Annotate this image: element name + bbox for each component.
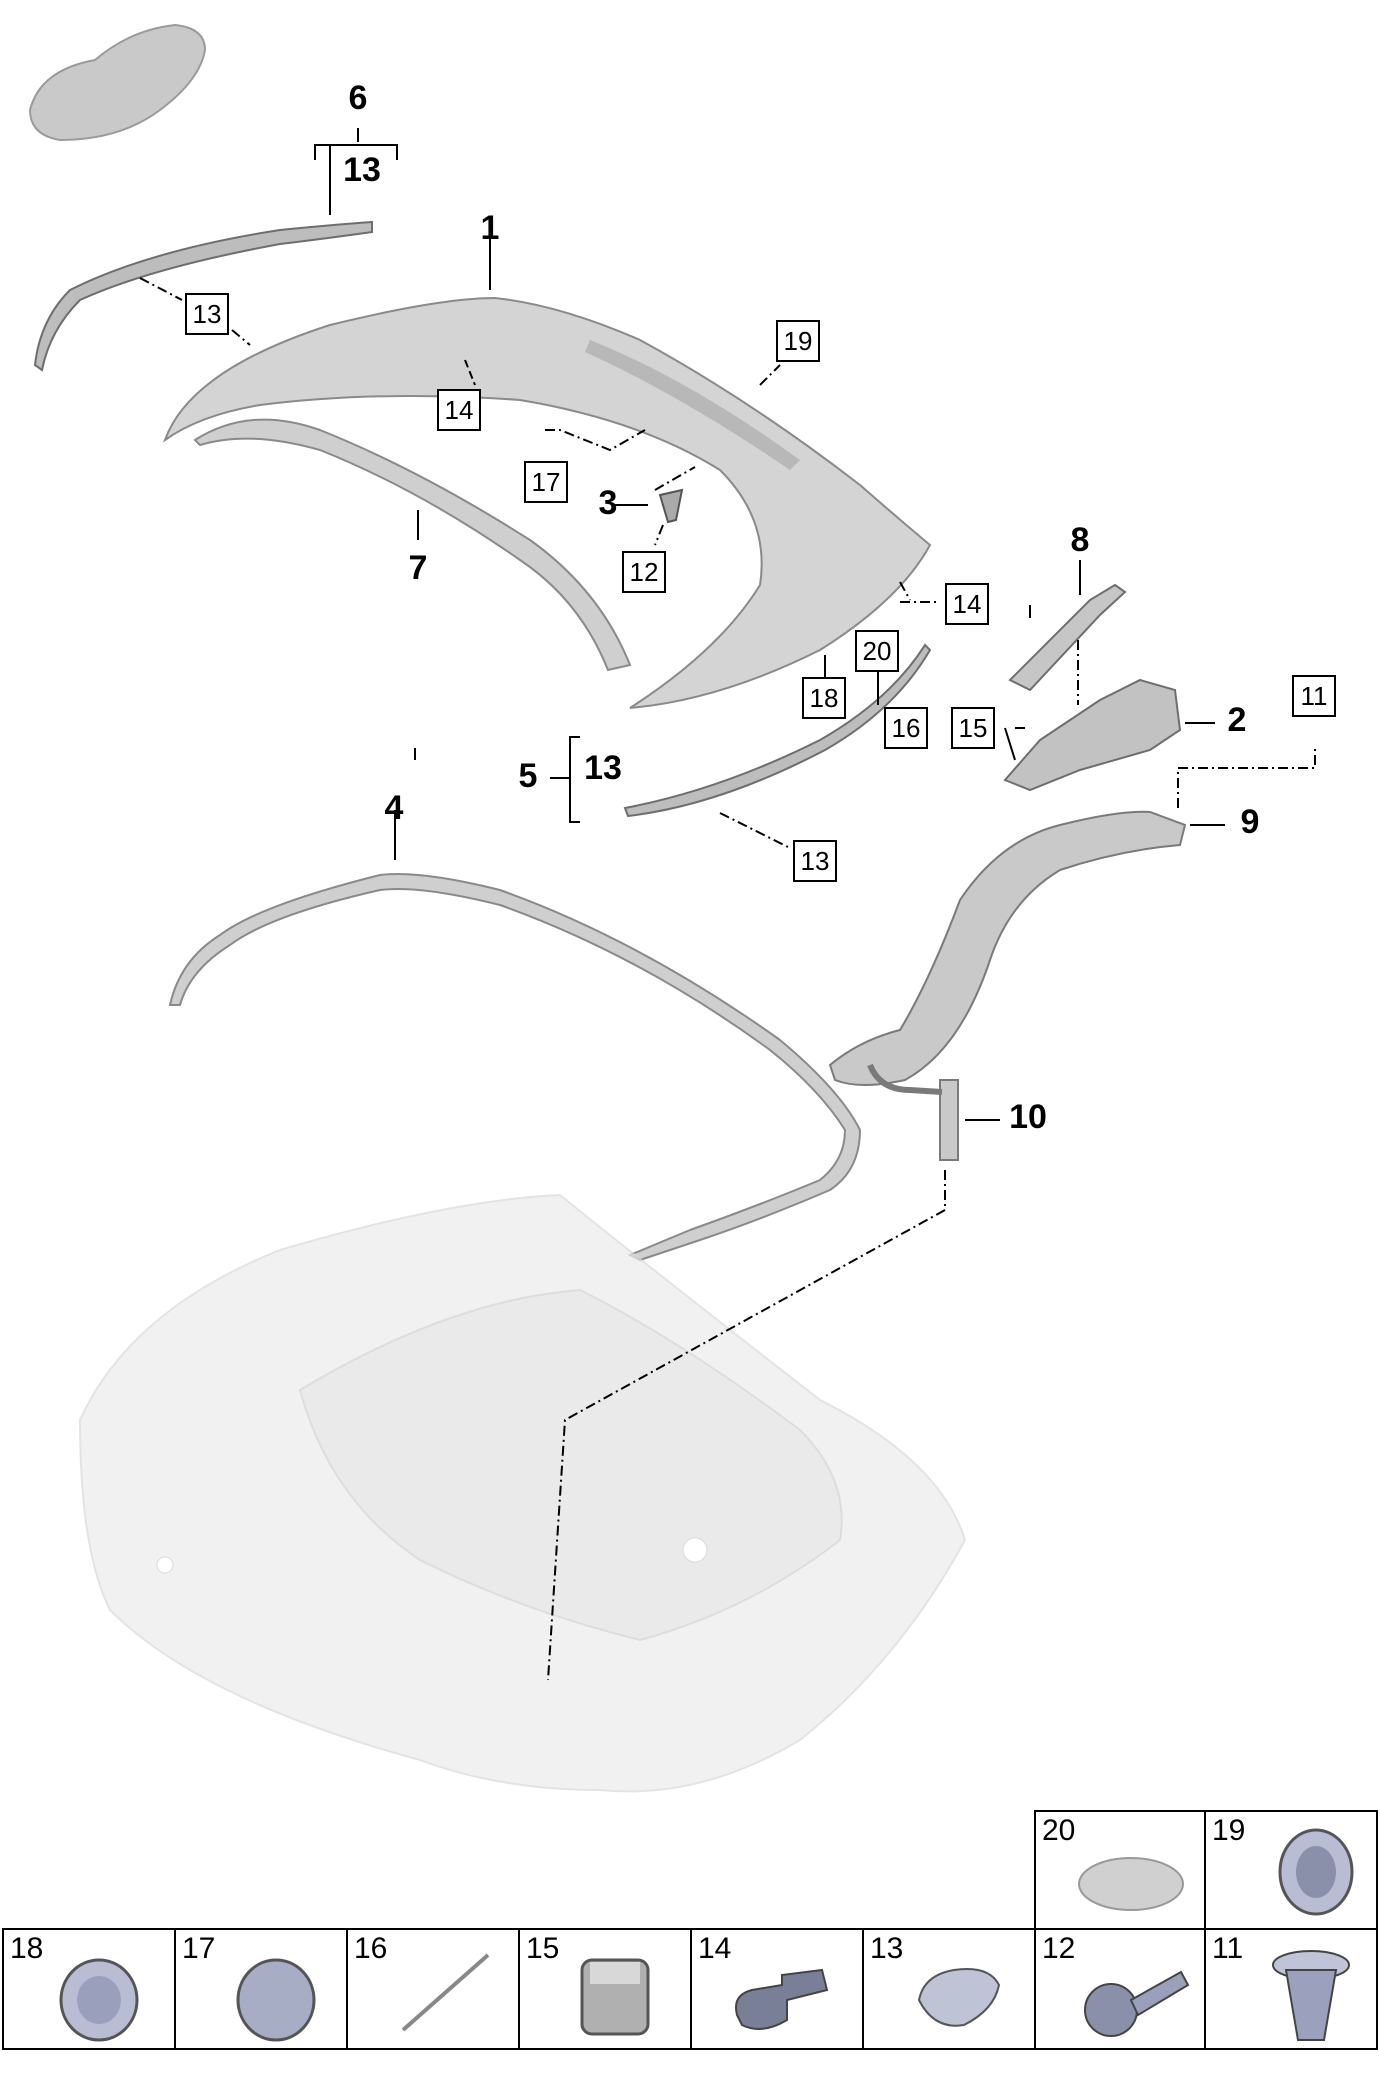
box-19: 19 <box>776 320 820 362</box>
box-16: 16 <box>884 707 928 749</box>
cable-tie-icon <box>401 1953 490 2032</box>
callout-5-13: 13 <box>584 749 622 787</box>
legend-label-12: 12 <box>1042 1932 1076 1965</box>
washer-icon <box>1078 1857 1184 1911</box>
legend-cell-13: 13 <box>862 1928 1036 2050</box>
callout-3: 3 <box>598 484 618 522</box>
car-silhouette-icon <box>28 23 207 142</box>
box-13-rail: 13 <box>185 293 229 335</box>
legend-cell-20: 20 <box>1034 1810 1206 1930</box>
box-20: 20 <box>855 630 899 672</box>
dash-leaders <box>139 277 1316 1681</box>
ghost-rear-body <box>78 1193 967 1793</box>
part-7-seal-strip <box>193 418 632 672</box>
legend-cell-16: 16 <box>346 1928 520 2050</box>
legend-cell-15: 15 <box>518 1928 692 2050</box>
legend-label-15: 15 <box>526 1932 560 1965</box>
part-4-seal-frame <box>168 873 862 1262</box>
part-1-tonneau-cover <box>162 296 932 709</box>
callout-6: 6 <box>348 79 368 117</box>
part-5-strip <box>623 643 932 818</box>
legend-label-19: 19 <box>1212 1814 1246 1847</box>
legend-label-16: 16 <box>354 1932 388 1965</box>
callout-7: 7 <box>408 549 428 587</box>
bolt-icon <box>1084 1983 1138 2037</box>
callout-1: 1 <box>480 209 500 247</box>
legend-label-20: 20 <box>1042 1814 1076 1847</box>
fastener-icon <box>735 1968 829 2030</box>
legend-cell-19: 19 <box>1204 1810 1378 1930</box>
box-17: 17 <box>524 461 568 503</box>
box-14-right: 14 <box>945 583 989 625</box>
callout-4: 4 <box>384 789 404 827</box>
box-15: 15 <box>951 707 995 749</box>
legend-label-18: 18 <box>10 1932 44 1965</box>
box-18: 18 <box>802 677 846 719</box>
box-11: 11 <box>1292 675 1336 717</box>
part-3-clip <box>658 488 684 524</box>
legend-label-17: 17 <box>182 1932 216 1965</box>
callout-6-13: 13 <box>343 151 381 189</box>
callout-5: 5 <box>518 757 538 795</box>
cap-icon <box>236 1958 316 2042</box>
legend-cell-14: 14 <box>690 1928 864 2050</box>
part-6-rail <box>33 220 373 372</box>
legend-cell-11: 11 <box>1204 1928 1378 2050</box>
legend-label-11: 11 <box>1212 1932 1244 1965</box>
callout-10: 10 <box>1009 1098 1047 1136</box>
part-9-mechanism <box>828 810 1187 1086</box>
box-13-strip: 13 <box>793 840 837 882</box>
legend-cell-12: 12 <box>1034 1928 1206 2050</box>
legend-label-13: 13 <box>870 1932 904 1965</box>
legend-label-14: 14 <box>698 1932 732 1965</box>
box-12: 12 <box>622 551 666 593</box>
callout-9: 9 <box>1240 803 1260 841</box>
callout-8: 8 <box>1070 521 1090 559</box>
box-14-cover: 14 <box>437 389 481 431</box>
callout-2: 2 <box>1227 701 1247 739</box>
part-8-bracket <box>1008 583 1127 692</box>
part-2-hinge <box>1003 678 1182 792</box>
legend-cell-17: 17 <box>174 1928 348 2050</box>
legend-cell-18: 18 <box>2 1928 176 2050</box>
part-10-rod <box>867 1063 959 1161</box>
clip-icon <box>917 1968 1001 2027</box>
